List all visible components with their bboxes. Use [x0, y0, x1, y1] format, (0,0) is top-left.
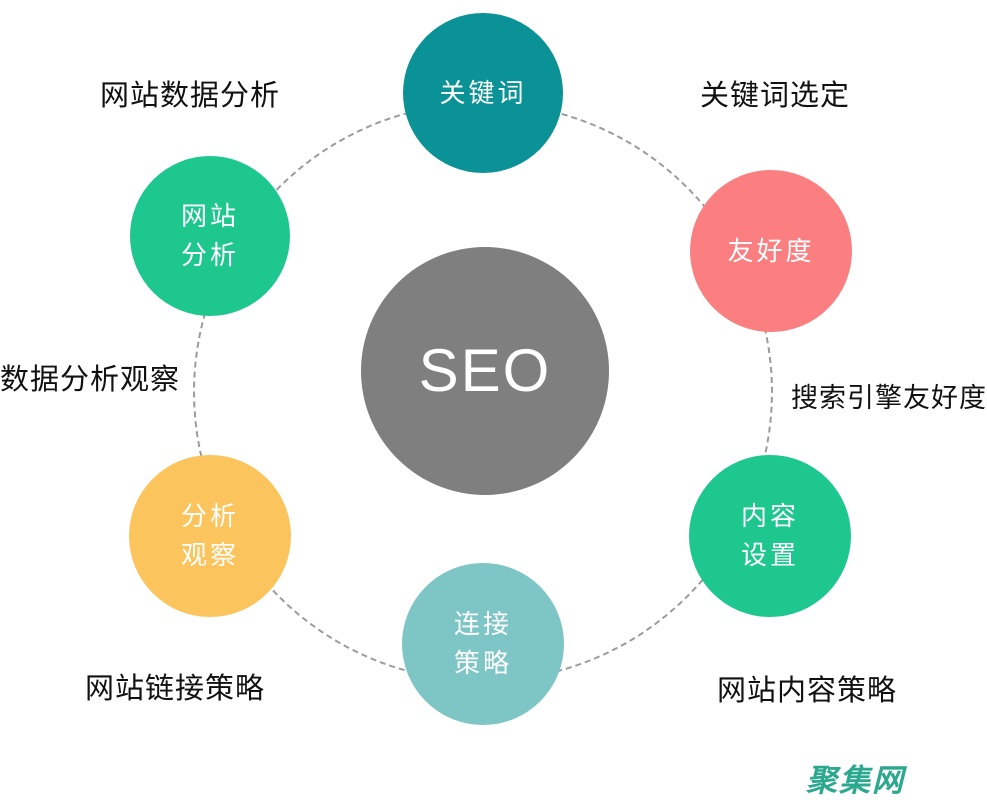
node-link-strategy-label: 连接策略 [453, 609, 512, 678]
seo-center-label: SEO [418, 337, 552, 404]
juji-wang-watermark-logo: 聚集网 [806, 763, 905, 798]
node-friendliness-label: 友好度 [727, 235, 815, 266]
annotation-website-data-analysis: 网站数据分析 [100, 80, 281, 112]
annotation-website-link-strategy: 网站链接策略 [85, 673, 266, 705]
node-content-setup: 内容设置 [689, 455, 851, 617]
node-analysis-observation-label: 分析观察 [180, 501, 239, 570]
node-link-strategy: 连接策略 [402, 563, 564, 725]
node-content-setup-label: 内容设置 [740, 501, 799, 570]
node-analysis-observation: 分析观察 [129, 455, 291, 617]
node-friendliness: 友好度 [690, 170, 852, 332]
node-keywords-label: 关键词 [439, 77, 527, 108]
annotation-data-analysis-observation: 数据分析观察 [0, 364, 181, 396]
annotation-keyword-selection: 关键词选定 [700, 80, 851, 112]
node-site-analysis-label: 网站分析 [180, 201, 239, 270]
annotation-website-content-strategy: 网站内容策略 [717, 675, 898, 707]
node-keywords: 关键词 [403, 13, 563, 173]
annotation-search-engine-friendliness: 搜索引擎友好度 [791, 383, 987, 413]
node-site-analysis: 网站分析 [130, 156, 290, 316]
node-seo-center: SEO [361, 247, 609, 495]
